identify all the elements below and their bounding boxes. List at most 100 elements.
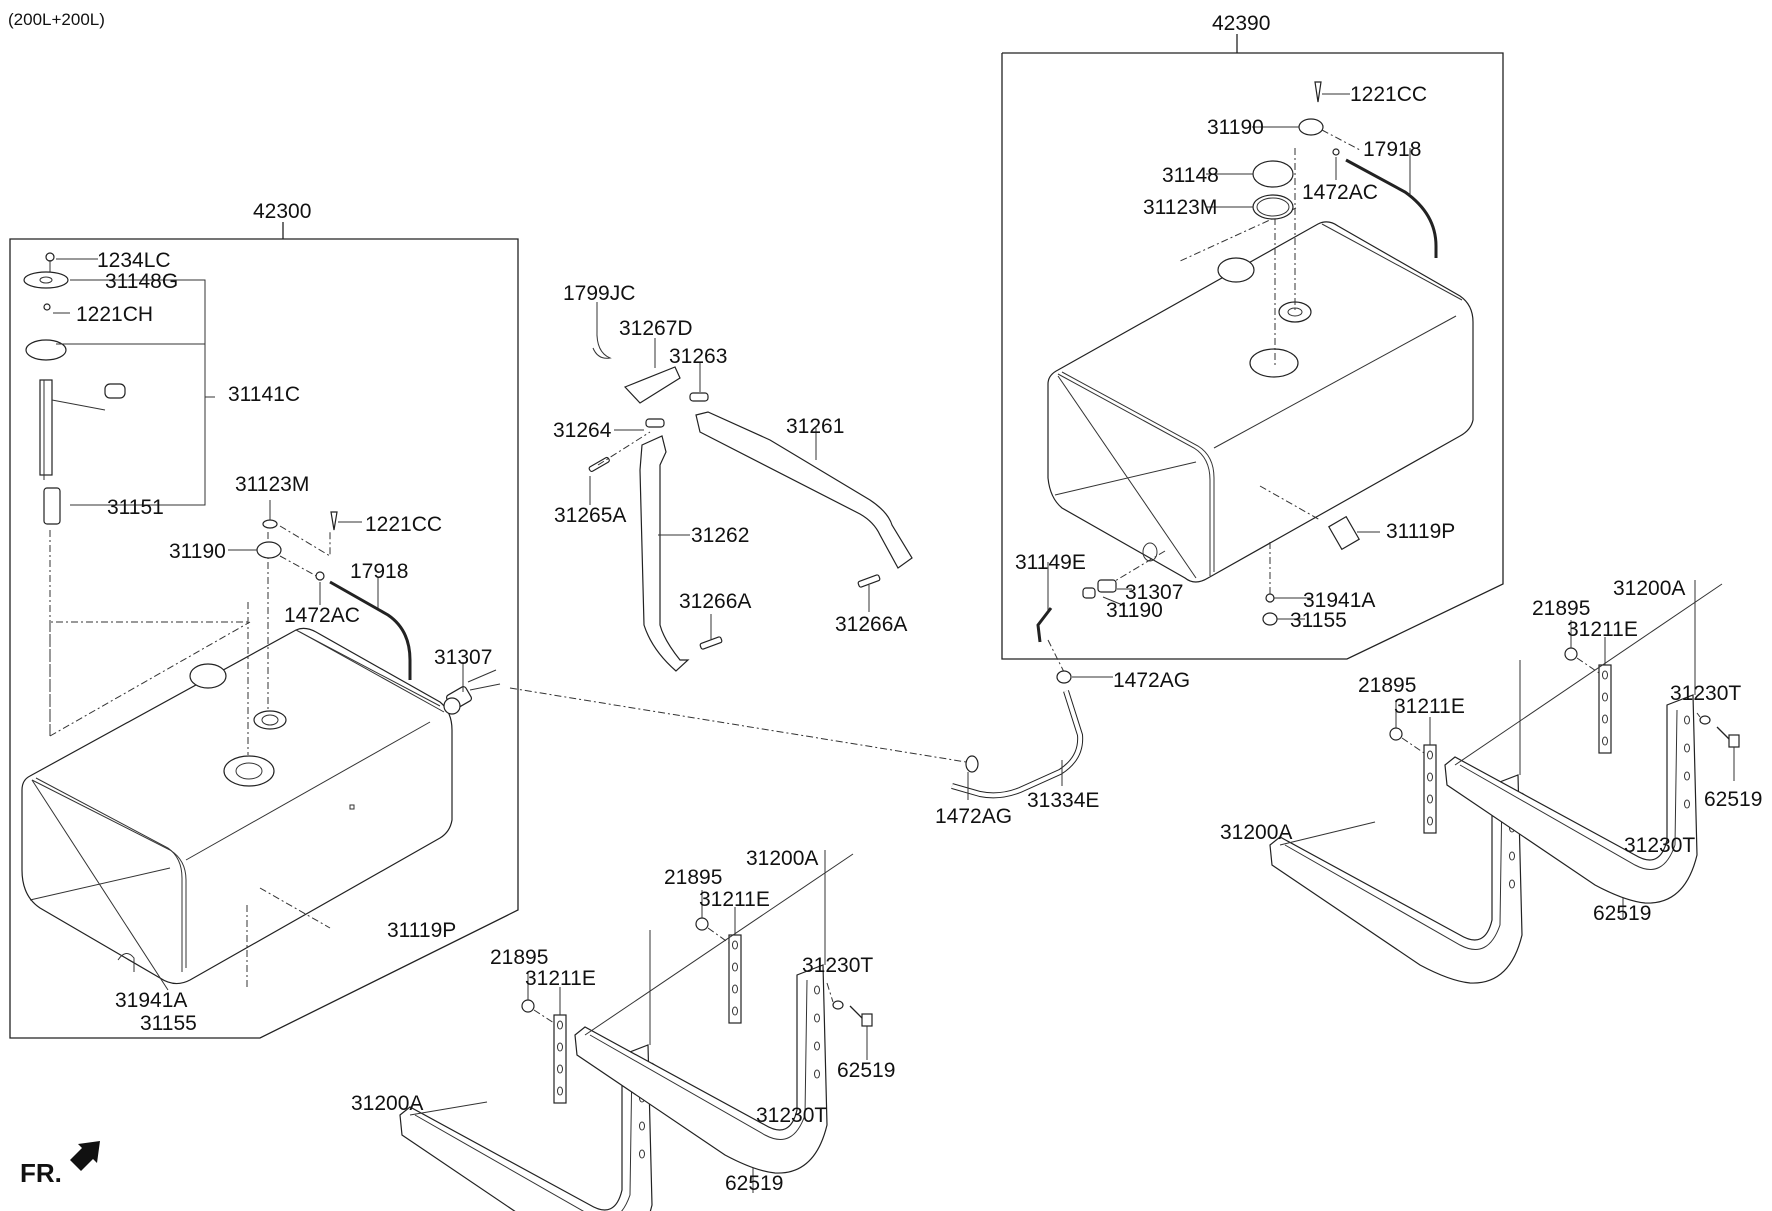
part-label[interactable]: 62519	[1704, 788, 1763, 811]
part-label[interactable]: 31200A	[351, 1092, 424, 1115]
nut-icon	[521, 999, 535, 1013]
part-label[interactable]: 31261	[786, 415, 845, 438]
assembly-label-42390[interactable]: 42390	[1212, 12, 1271, 35]
bracket-hole	[1684, 715, 1690, 725]
bracket-hole	[639, 1121, 645, 1131]
u-bracket	[399, 1044, 653, 1211]
part-label[interactable]: 31119P	[387, 919, 457, 942]
part-label[interactable]: 17918	[1363, 138, 1422, 161]
clip-1799JC	[592, 329, 612, 359]
part-label[interactable]: 1472AC	[284, 604, 360, 627]
part-label[interactable]: 31230T	[1624, 834, 1696, 857]
guide-line	[1696, 712, 1701, 718]
part-label[interactable]: 31123M	[235, 473, 310, 496]
part-label[interactable]: 62519	[837, 1059, 896, 1082]
part-label[interactable]: 21895	[1358, 674, 1417, 697]
part-label[interactable]: 1799JC	[563, 282, 636, 305]
bracket-hole	[1684, 743, 1690, 753]
part-label[interactable]: 1221CH	[76, 303, 154, 326]
part-label[interactable]: 1472AG	[1113, 669, 1191, 692]
leader-line	[1279, 821, 1376, 846]
part-label[interactable]: 31263	[669, 345, 728, 368]
part-label[interactable]: 31141C	[228, 383, 301, 406]
part-label[interactable]: 31262	[691, 524, 750, 547]
part-label[interactable]: 31211E	[1567, 618, 1638, 641]
part-label[interactable]: 31941A	[1303, 589, 1376, 612]
tank-strap-31261	[695, 411, 913, 569]
front-direction-label: FR.	[20, 1158, 62, 1188]
bracket-hole	[814, 1013, 820, 1023]
part-label[interactable]: 31230T	[1670, 682, 1742, 705]
part-label[interactable]: 31149E	[1015, 551, 1086, 574]
bracket-plate	[1598, 664, 1612, 754]
u-bracket	[574, 964, 828, 1174]
bracket-hole	[639, 1149, 645, 1159]
part-label[interactable]: 31266A	[679, 590, 752, 613]
part-label[interactable]: 31307	[1125, 581, 1184, 604]
part-label[interactable]: 17918	[350, 560, 409, 583]
part-label[interactable]: 1472AC	[1302, 181, 1378, 204]
part-label[interactable]: 31190	[169, 540, 226, 563]
u-bracket-inner	[1284, 789, 1503, 950]
part-label[interactable]: 31155	[1290, 609, 1347, 632]
part-label[interactable]: 31264	[553, 419, 612, 442]
strap-cover-31267D	[623, 366, 681, 404]
part-label[interactable]: 21895	[664, 866, 723, 889]
part-label[interactable]: 31200A	[1220, 821, 1293, 844]
part-label[interactable]: 31211E	[699, 888, 770, 911]
part-label[interactable]: 31267D	[619, 317, 693, 340]
part-label[interactable]: 31307	[434, 646, 493, 669]
part-label[interactable]: 62519	[1593, 902, 1652, 925]
part-label[interactable]: 31190	[1106, 599, 1163, 622]
u-bracket-inner	[414, 1059, 633, 1211]
part-label[interactable]: 31155	[140, 1012, 197, 1035]
part-label[interactable]: 21895	[490, 946, 549, 969]
part-label[interactable]: 31334E	[1027, 789, 1100, 812]
nut-icon	[1564, 647, 1578, 661]
part-label[interactable]: 31123M	[1143, 196, 1218, 219]
part-label[interactable]: 1221CC	[365, 513, 443, 536]
part-label[interactable]: 31190	[1207, 116, 1264, 139]
bracket-hole	[557, 1064, 563, 1074]
left-fuel-tank	[21, 627, 453, 991]
bracket-hole	[1509, 851, 1515, 861]
part-label[interactable]: 31148	[1162, 164, 1219, 187]
part-label[interactable]: 31211E	[1394, 695, 1465, 718]
part-label[interactable]: 31211E	[525, 967, 596, 990]
part-label[interactable]: 1472AG	[935, 805, 1013, 828]
part-label[interactable]: 31200A	[1613, 577, 1686, 600]
part-label[interactable]: 31265A	[554, 504, 627, 527]
part-label[interactable]: 31148G	[105, 270, 179, 293]
part-label[interactable]: 31230T	[756, 1104, 828, 1127]
guide-line	[533, 1009, 555, 1024]
bracket-plate	[1423, 744, 1437, 834]
bracket-hole	[814, 1069, 820, 1079]
part-label[interactable]: 31230T	[802, 954, 874, 977]
bracket-hole	[732, 1006, 738, 1016]
leader-line	[409, 1101, 488, 1116]
part-label[interactable]: 21895	[1532, 597, 1591, 620]
part-label[interactable]: 31119P	[1386, 520, 1456, 543]
guide-line	[707, 927, 730, 944]
part-label[interactable]: 31151	[107, 496, 164, 519]
bracket-hole	[1427, 816, 1433, 826]
bracket-hole	[1427, 772, 1433, 782]
bracket-hole	[732, 984, 738, 994]
bolt-icon	[1728, 734, 1740, 748]
part-label[interactable]: 31941A	[115, 989, 188, 1012]
part-label[interactable]: 31200A	[746, 847, 819, 870]
bracket-hole	[1602, 692, 1608, 702]
assembly-label-42300[interactable]: 42300	[253, 200, 312, 223]
washer-icon	[1699, 715, 1711, 725]
part-label[interactable]: 1221CC	[1350, 83, 1428, 106]
fuel-hose-31334E	[951, 607, 1084, 799]
left-assembly-frame	[9, 222, 519, 1039]
front-arrow-icon	[70, 1141, 100, 1171]
tank-strap-31262	[639, 435, 690, 672]
bracket-hole	[557, 1086, 563, 1096]
part-label[interactable]: 1234LC	[97, 249, 171, 272]
part-label[interactable]: 62519	[725, 1172, 784, 1195]
part-label[interactable]: 31266A	[835, 613, 908, 636]
fuel-fitting-left	[443, 669, 501, 715]
